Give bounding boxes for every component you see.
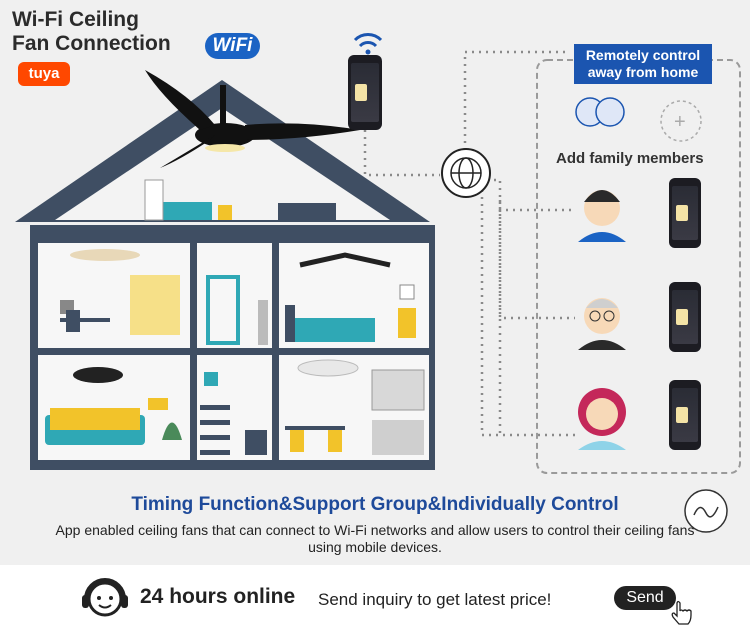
feature-description: App enabled ceiling fans that can connec… xyxy=(55,522,695,555)
feature-heading: Timing Function&Support Group&Individual… xyxy=(131,494,619,515)
title-line-1: Wi-Fi Ceiling xyxy=(12,8,139,31)
page-title: Wi-Fi Ceiling Fan Connection xyxy=(12,8,171,56)
tuya-logo: tuya xyxy=(18,62,70,86)
smartphone-icon xyxy=(669,380,701,450)
add-member-icon xyxy=(660,100,702,142)
title-line-2: Fan Connection xyxy=(12,32,171,55)
family-members-label: Add family members xyxy=(556,150,704,167)
send-button[interactable]: Send xyxy=(614,586,676,610)
smartphone-icon xyxy=(348,55,382,130)
brand-seal-icon xyxy=(684,489,728,533)
svg-text:+: + xyxy=(674,111,686,133)
hand-pointer-icon xyxy=(671,600,692,625)
ceiling-fan-icon xyxy=(145,70,360,168)
remote-control-label: Remotely control away from home xyxy=(574,44,712,84)
connection-lines xyxy=(363,50,575,437)
remote-label-line-2: away from home xyxy=(587,64,699,80)
smartphone-icon xyxy=(669,282,701,352)
online-hours-text: 24 hours online xyxy=(140,585,296,608)
inquiry-text: Send inquiry to get latest price! xyxy=(318,590,552,609)
customer-service-icon xyxy=(82,578,128,617)
avatar-old-man xyxy=(578,298,626,350)
avatar-woman xyxy=(578,388,626,450)
wifi-signal-icon xyxy=(353,33,383,48)
wifi-logo: WiFi xyxy=(205,33,260,59)
avatar-young-man xyxy=(578,190,626,242)
house-illustration: + xyxy=(15,33,741,474)
smartphone-icon xyxy=(669,178,701,248)
family-group-frame xyxy=(536,59,741,474)
remote-label-line-1: Remotely control xyxy=(585,47,701,63)
